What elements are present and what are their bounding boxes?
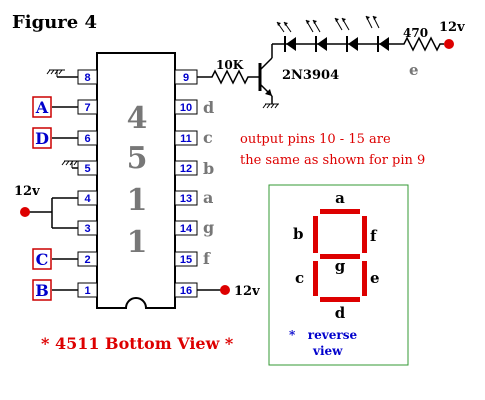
- display-panel-border: [268, 184, 409, 366]
- input-a-label: A: [35, 98, 49, 117]
- ground-icon: [61, 160, 80, 168]
- segment-driver-circuit: 10K 2N3904: [200, 15, 465, 109]
- ic-digit-4: 1: [127, 225, 148, 260]
- supply-label-led: 12v: [439, 20, 465, 35]
- pin-14-box: [174, 220, 198, 236]
- pin-15-segment: f: [203, 249, 211, 268]
- display-label-d: d: [335, 304, 346, 322]
- pin-14-number: 14: [180, 223, 193, 235]
- display-label-b: b: [293, 225, 304, 243]
- display-label-e: e: [370, 269, 380, 287]
- pin-10-segment: d: [203, 98, 214, 117]
- segment-a: [320, 209, 360, 214]
- pin-4-box: [77, 190, 98, 206]
- pin-5-number: 5: [84, 163, 90, 175]
- supply-dot-led: [444, 39, 454, 49]
- led-2: [305, 19, 327, 52]
- resistor-10k-label: 10K: [216, 58, 244, 72]
- pin-13-number: 13: [180, 193, 192, 205]
- transistor-2n3904: [258, 44, 279, 109]
- ic-digit-2: 5: [127, 141, 148, 176]
- pin-10-box: [174, 99, 198, 115]
- input-d-label: D: [35, 129, 49, 148]
- seven-segment-display: a b f g c e d * reverse view: [268, 184, 409, 366]
- segment-d: [320, 297, 360, 302]
- resistor-470: [400, 36, 444, 52]
- pin-13-box: [174, 190, 198, 206]
- pin-3-box: [77, 220, 98, 236]
- input-d-box: [32, 127, 52, 149]
- resistor-470-label: 470: [403, 26, 428, 40]
- display-label-f: f: [370, 227, 378, 245]
- segment-c: [313, 261, 318, 296]
- pin-7-number: 7: [84, 102, 90, 114]
- segment-b: [313, 216, 318, 253]
- pin-8-box: [77, 69, 98, 85]
- right-pins: 9 10 d 11 c 12 b 13 a 14 g 15 f 16 12v: [174, 69, 260, 299]
- led-3: [334, 17, 358, 52]
- ic-caption: * 4511 Bottom View *: [41, 334, 234, 353]
- figure-title: Figure 4: [12, 12, 97, 33]
- ic-digit-3: 1: [127, 183, 148, 218]
- pin-13-segment: a: [203, 188, 213, 207]
- pin-6-number: 6: [84, 133, 90, 145]
- pin-2-number: 2: [84, 254, 90, 266]
- pin-12-number: 12: [180, 163, 192, 175]
- note-line-2: the same as shown for pin 9: [240, 153, 425, 168]
- pin-11-number: 11: [180, 133, 192, 145]
- input-c-label: C: [36, 250, 49, 269]
- ic-body: [96, 52, 176, 309]
- input-a-box: [32, 96, 52, 118]
- supply-dot-pin16: [220, 285, 230, 295]
- ground-icon: [262, 103, 279, 109]
- pin-2-box: [77, 251, 98, 267]
- display-label-c: c: [295, 269, 304, 287]
- pin-16-box: [174, 282, 198, 298]
- input-b-box: [32, 279, 52, 301]
- supply-dot-left: [20, 207, 30, 217]
- display-note-line-2: view: [312, 344, 343, 358]
- pin-6-box: [77, 130, 98, 146]
- pin-11-segment: c: [203, 128, 213, 147]
- pin-16-number: 16: [180, 285, 192, 297]
- pin-5-box: [77, 160, 98, 176]
- supply-label-pin16: 12v: [234, 284, 260, 299]
- pin-10-number: 10: [180, 102, 192, 114]
- display-label-g: g: [335, 257, 346, 275]
- led-4: [365, 15, 389, 52]
- pin-8-number: 8: [84, 72, 90, 84]
- segment-g: [320, 254, 360, 259]
- note-line-1: output pins 10 - 15 are: [240, 132, 391, 147]
- supply-label-left: 12v: [14, 184, 40, 199]
- driver-segment-label: e: [409, 61, 419, 79]
- input-c-box: [32, 248, 52, 270]
- ic-digit-1: 4: [127, 101, 148, 136]
- pin-14-segment: g: [203, 218, 214, 237]
- left-pins: 8 7 A 6 D 5: [14, 69, 98, 301]
- display-note-line-1: * reverse: [289, 328, 357, 342]
- led-1: [276, 21, 296, 52]
- pin-1-number: 1: [84, 285, 90, 297]
- pin-15-number: 15: [180, 254, 192, 266]
- pin-9-number: 9: [183, 72, 189, 84]
- pin-12-box: [174, 160, 198, 176]
- pin-3-number: 3: [84, 223, 90, 235]
- ic-4511: 4 5 1 1: [96, 52, 176, 309]
- transistor-label: 2N3904: [282, 68, 339, 83]
- input-b-label: B: [35, 281, 49, 300]
- pin-15-box: [174, 251, 198, 267]
- pin-9-box: [174, 69, 198, 85]
- pin-11-box: [174, 130, 198, 146]
- resistor-10k: [200, 69, 259, 85]
- segment-f: [362, 216, 367, 253]
- segment-e: [362, 261, 367, 296]
- ground-icon: [46, 69, 65, 77]
- display-label-a: a: [335, 189, 345, 207]
- pin-1-box: [77, 282, 98, 298]
- pin-7-box: [77, 99, 98, 115]
- pin-4-number: 4: [84, 193, 91, 205]
- pin-12-segment: b: [203, 159, 214, 178]
